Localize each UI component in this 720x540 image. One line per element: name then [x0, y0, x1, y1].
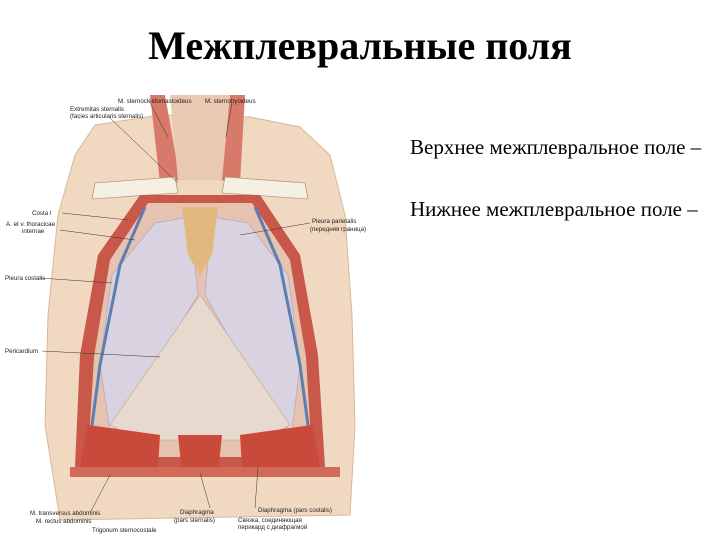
label-thoracica-1: A. et v. thoracicae	[6, 221, 56, 228]
neck-center	[170, 95, 230, 180]
diaphragm-center	[178, 435, 222, 473]
label-scm: M. sternocleidomastoideus	[118, 98, 192, 105]
label-sternohyoid: M. sternohyoideus	[205, 98, 256, 105]
bullet-list: Верхнее межплевральное поле – Нижнее меж…	[410, 132, 710, 256]
label-facies: (facies articularis sternalis)	[70, 113, 143, 120]
label-transversus: M. transversus abdominis	[30, 510, 101, 517]
bullet-lower-field: Нижнее межплевральное поле –	[410, 197, 698, 221]
vessel-left	[86, 206, 147, 456]
label-ligament-2: перикард с диафрагмой	[238, 524, 308, 531]
vessel-right	[253, 206, 314, 456]
label-costa: Costa I	[32, 210, 52, 217]
label-pleura-border: (передняя граница)	[310, 226, 366, 233]
label-thoracica-2: internae	[22, 228, 45, 235]
page-title: Межплевральные поля	[148, 23, 572, 68]
clavicle-left	[91, 176, 179, 200]
thymus-area	[182, 207, 218, 275]
diaphragm-right	[240, 425, 320, 467]
bullet-upper-field: Верхнее межплевральное поле –	[410, 135, 702, 159]
label-trigonum: Trigonum sternocostale	[92, 527, 157, 534]
neck-muscle-right	[220, 95, 245, 183]
label-rectus: M. rectus abdominis	[36, 518, 91, 525]
label-extremitas: Extremitas sternalis	[70, 106, 124, 113]
label-diaphragm-sternal: Diaphragma	[180, 509, 214, 516]
label-ligament-1: Связка, соединяющая	[238, 517, 302, 524]
anatomy-figure: M. sternocleidomastoideus M. sternohyoid…	[5, 95, 366, 534]
label-pleura-parietalis: Pleura parietalis	[312, 218, 356, 225]
clavicle-right	[221, 176, 309, 200]
label-diaphragm-sternal-part: (pars sternalis)	[174, 517, 215, 524]
label-pericardium: Pericardium	[5, 348, 38, 355]
rectus-muscle	[70, 467, 340, 477]
label-diaphragm-costal: Diaphragma (pars costalis)	[258, 507, 332, 514]
label-pleura-costalis: Pleura costalis	[5, 275, 45, 282]
diaphragm-left	[80, 425, 160, 467]
